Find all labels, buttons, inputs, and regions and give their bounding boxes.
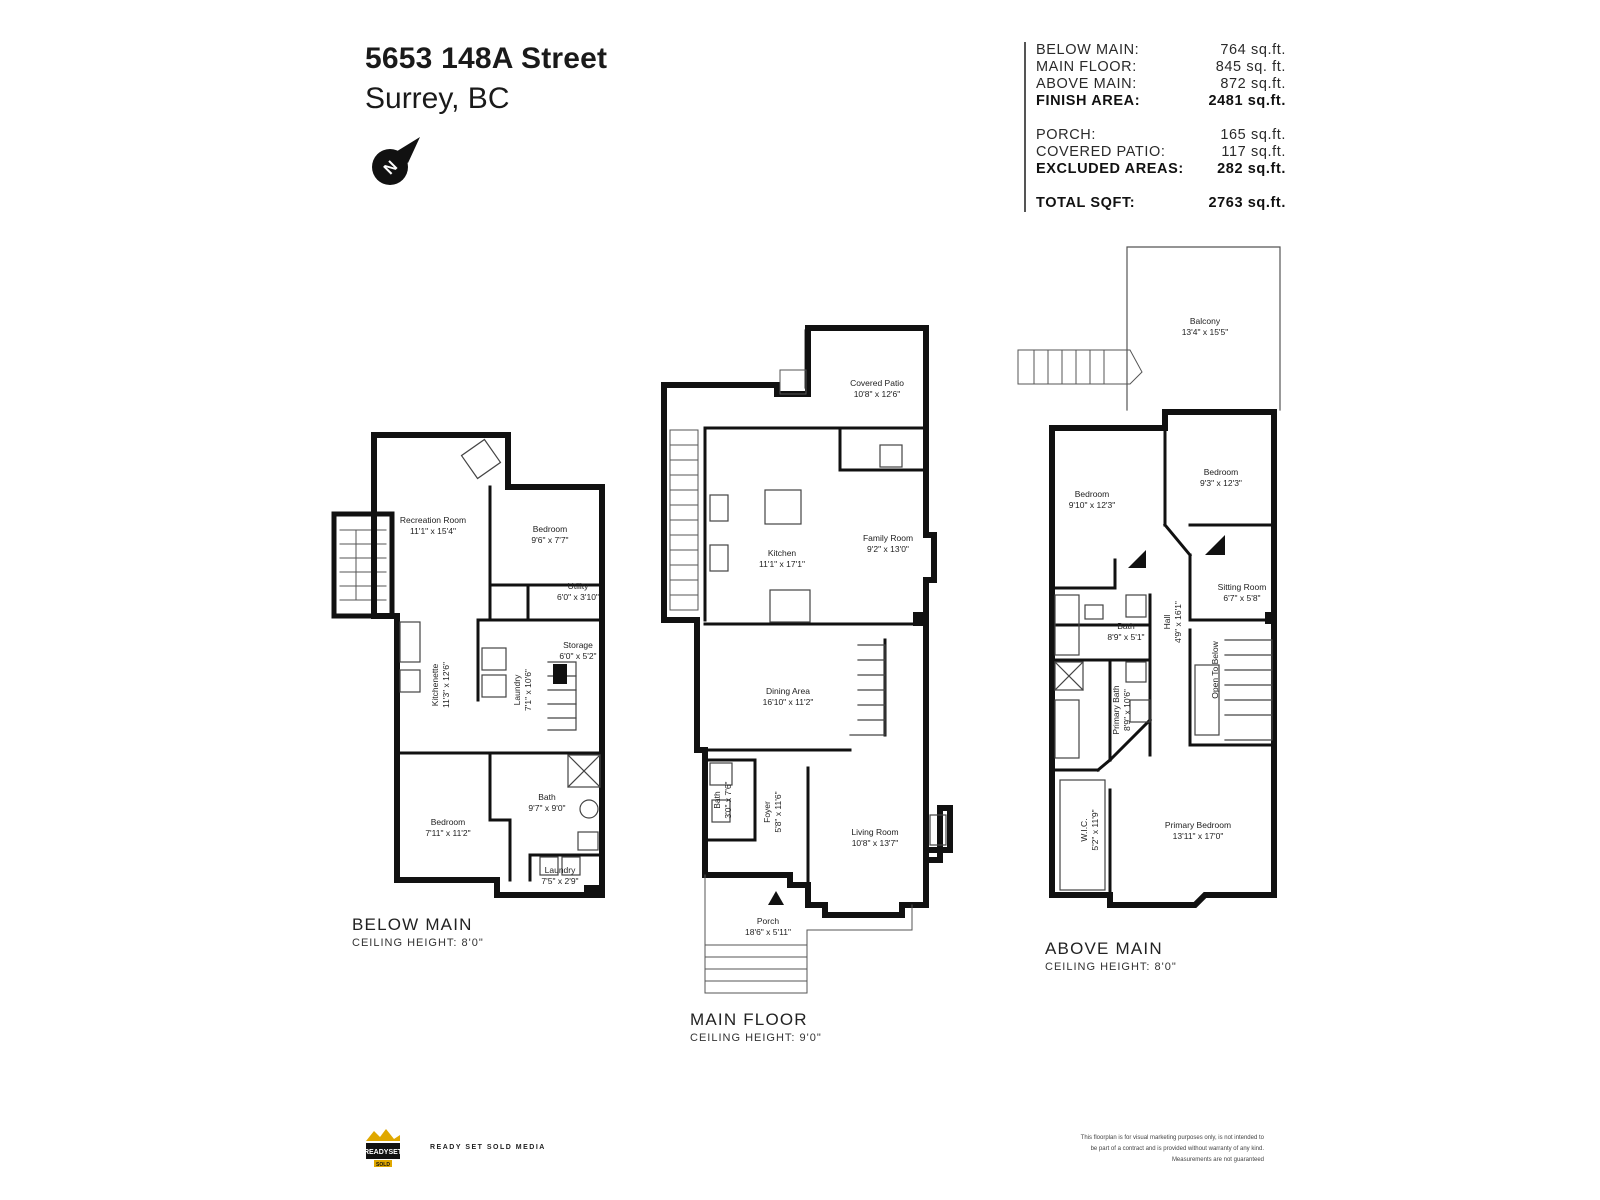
compass-north-icon: N <box>372 137 420 185</box>
brand-name: READY SET SOLD MEDIA <box>430 1144 546 1151</box>
below-main-plan <box>331 432 605 898</box>
main-floor-plan <box>661 325 953 994</box>
floor-label-below: BELOW MAIN <box>352 915 473 934</box>
room-label: Foyer5'8" x 11'6" <box>762 791 783 832</box>
room-label: Laundry7'1" x 10'6" <box>512 669 533 711</box>
floor-ceiling-below: CEILING HEIGHT: 8'0" <box>352 937 484 949</box>
floor-label-above: ABOVE MAIN <box>1045 939 1163 958</box>
stat-row: BELOW MAIN:764 sq.ft. <box>1036 42 1286 58</box>
area-summary: BELOW MAIN:764 sq.ft. MAIN FLOOR:845 sq.… <box>1024 42 1286 212</box>
floor-ceiling-above: CEILING HEIGHT: 8'0" <box>1045 961 1177 973</box>
readyset-logo: READYSET SOLD <box>364 1129 403 1168</box>
stat-row: COVERED PATIO:117 sq.ft. <box>1036 144 1286 160</box>
stat-row: PORCH:165 sq.ft. <box>1036 127 1286 143</box>
stat-row: ABOVE MAIN:872 sq.ft. <box>1036 76 1286 92</box>
svg-text:SOLD: SOLD <box>376 1162 390 1168</box>
room-label: Hall4'9" x 16'1" <box>1162 601 1183 643</box>
room-label: Primary Bath8'9" x 10'6" <box>1111 685 1132 734</box>
stat-row: FINISH AREA:2481 sq.ft. <box>1036 93 1286 109</box>
floor-ceiling-main: CEILING HEIGHT: 9'0" <box>690 1032 822 1044</box>
floor-label-main: MAIN FLOOR <box>690 1010 808 1029</box>
stat-row: EXCLUDED AREAS:282 sq.ft. <box>1036 161 1286 177</box>
svg-text:READYSET: READYSET <box>364 1149 403 1156</box>
room-label: Kitchenette11'3" x 12'6" <box>430 662 451 708</box>
room-label: W.I.C.5'2" x 11'9" <box>1079 809 1100 850</box>
address-title: 5653 148A Street <box>365 42 608 75</box>
above-main-plan <box>1017 246 1281 908</box>
room-label: Open To Below <box>1210 640 1220 698</box>
stat-row: TOTAL SQFT:2763 sq.ft. <box>1036 195 1286 211</box>
disclaimer: This floorplan is for visual marketing p… <box>1080 1135 1264 1163</box>
room-label: Bath3'0" x 7'6" <box>712 781 733 818</box>
stat-row: MAIN FLOOR:845 sq. ft. <box>1036 59 1286 75</box>
city-subtitle: Surrey, BC <box>365 82 510 115</box>
